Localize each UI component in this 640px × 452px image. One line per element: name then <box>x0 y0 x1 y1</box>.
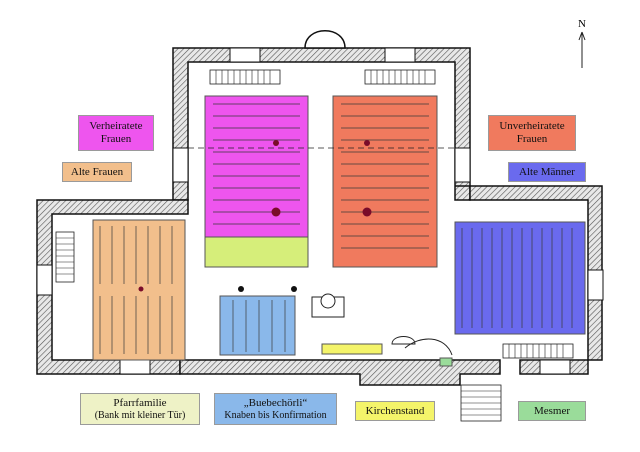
label-unverheiratete-line1: Unverheiratete <box>499 120 565 132</box>
label-unverheiratete-frauen: Unverheiratete Frauen <box>488 115 576 151</box>
label-alte-maenner-text: Alte Männer <box>519 165 575 178</box>
label-kirchenstand: Kirchenstand <box>355 401 435 421</box>
label-buebechoerli: „Buebechörli“ Knaben bis Konfirmation <box>214 393 337 425</box>
pew-buebechoerli <box>219 295 296 356</box>
stairs <box>55 69 574 422</box>
label-buebechoerli-line2: Knaben bis Konfirmation <box>224 409 327 421</box>
pew-kirchenstand <box>321 343 383 355</box>
label-verheiratete-line1: Verheiratete <box>89 120 143 132</box>
label-buebechoerli-line1: „Buebechörli“ <box>243 396 308 409</box>
stair-lines <box>56 70 564 416</box>
label-verheiratete-line2: Frauen <box>100 133 132 145</box>
label-pfarrfamilie-line2: (Bank mit kleiner Tür) <box>94 409 186 421</box>
furnishings <box>311 293 453 356</box>
south-wall <box>179 359 501 386</box>
apse <box>304 30 346 49</box>
north-arrow-icon <box>578 31 586 68</box>
label-mesmer-text: Mesmer <box>533 404 571 417</box>
pew-lime <box>204 236 309 268</box>
pew-verheiratete-frauen <box>204 95 309 238</box>
west-wing-wall <box>36 199 189 375</box>
north-label: N <box>578 18 586 30</box>
bell-dots <box>238 286 297 292</box>
label-mesmer: Mesmer <box>518 401 586 421</box>
label-kirchenstand-text: Kirchenstand <box>365 404 425 417</box>
windows <box>36 47 604 375</box>
label-pfarrfamilie-line1: Pfarrfamilie <box>113 396 167 409</box>
pew-alte-maenner <box>454 221 586 335</box>
pew-unverheiratete-frauen <box>332 95 438 268</box>
label-verheiratete-frauen: Verheiratete Frauen <box>78 115 154 151</box>
label-pfarrfamilie: Pfarrfamilie (Bank mit kleiner Tür) <box>80 393 200 425</box>
pew-mesmer <box>439 357 453 367</box>
markers <box>138 140 372 292</box>
bench-lines <box>99 103 573 354</box>
label-unverheiratete-line2: Frauen <box>516 133 548 145</box>
label-alte-maenner: Alte Männer <box>508 162 586 182</box>
label-alte-frauen-text: Alte Frauen <box>70 165 124 178</box>
label-alte-frauen: Alte Frauen <box>62 162 132 182</box>
